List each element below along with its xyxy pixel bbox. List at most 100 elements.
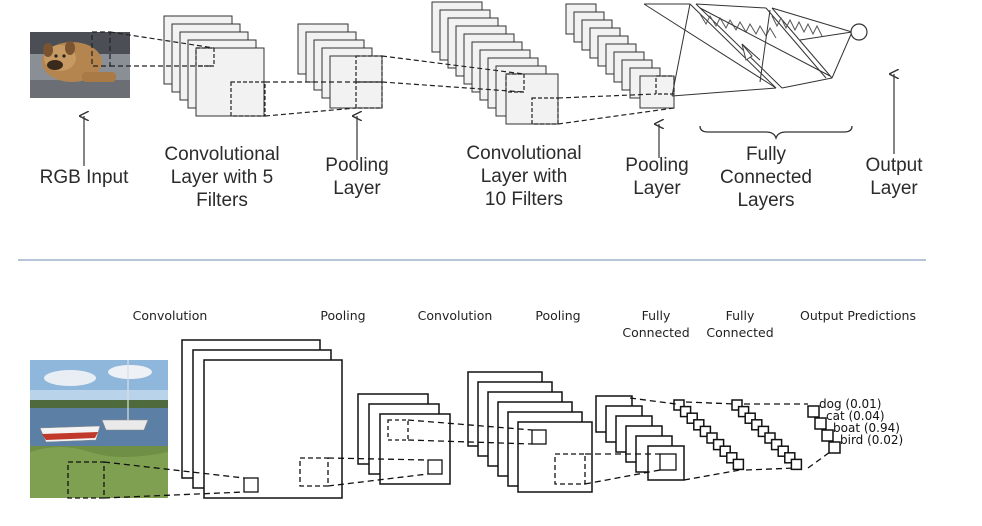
label-line: Convolution: [133, 308, 208, 323]
prediction-label: boat (0.94): [833, 421, 900, 435]
neuron: [751, 419, 763, 431]
pool1-stack: [297, 23, 383, 109]
conv2-filter-stack: [431, 1, 559, 125]
label-line: Convolution: [418, 308, 493, 323]
label-line: Connected: [622, 325, 689, 340]
label-line: RGB Input: [40, 167, 129, 188]
b-pool1-to-conv2-links: [407, 419, 533, 445]
label-line: Layer: [633, 178, 681, 199]
prediction-node: [828, 441, 841, 454]
neuron: [706, 432, 718, 444]
neuron: [712, 438, 725, 451]
label-line: Connected: [720, 167, 812, 188]
label-line: Layers: [737, 190, 794, 211]
prediction-node: [814, 417, 827, 430]
neuron: [757, 425, 770, 438]
b-conv1-stack: [181, 339, 343, 499]
b-fc2-neurons: [731, 399, 803, 471]
label-b-pool1: Pooling: [320, 308, 365, 323]
dog-input-image: [30, 32, 130, 98]
neuron: [719, 445, 731, 457]
neuron: [790, 458, 803, 471]
conv2-to-pool2-links: [557, 93, 675, 125]
label-line: Layer: [870, 178, 918, 199]
label-line: Convolutional: [466, 143, 581, 164]
label-line: Fully: [746, 144, 787, 165]
b-pool2-window: [554, 453, 586, 485]
prediction-label: dog (0.01): [819, 397, 881, 411]
neuron: [726, 452, 738, 464]
input-receptive-field: [67, 461, 105, 499]
pool2-stack: [565, 3, 675, 109]
label-line: Convolutional: [164, 144, 279, 165]
b-pool1-field: [387, 419, 409, 441]
label-line: Pooling: [325, 155, 388, 176]
label-line: Fully: [726, 308, 755, 323]
b-fc-links: [629, 397, 831, 481]
label-line: 10 Filters: [485, 189, 563, 210]
input-to-conv1-links: [91, 31, 215, 67]
label-b-output: Output Predictions: [800, 308, 916, 323]
output-predictions: dog (0.01)cat (0.04)boat (0.94)bird (0.0…: [807, 397, 903, 454]
neuron: [784, 452, 796, 464]
label-line: Pooling: [625, 155, 688, 176]
prediction-node: [807, 405, 820, 418]
label-line: Layer: [333, 178, 381, 199]
label-line: Filters: [196, 190, 248, 211]
top-arrows: [84, 74, 894, 166]
neuron: [693, 419, 705, 431]
label-rgb-input: RGB Input: [40, 167, 129, 188]
conv1-to-pool1-links: [264, 81, 357, 117]
prediction-label: bird (0.02): [840, 433, 903, 447]
neuron: [764, 432, 776, 444]
output-node: [850, 23, 868, 41]
label-line: Output: [865, 155, 923, 176]
neuron: [673, 399, 685, 411]
b-conv2-stack: [467, 371, 593, 493]
label-line: Output Predictions: [800, 308, 916, 323]
b-conv2-to-pool2-links: [584, 453, 661, 485]
b-conv1-to-pool1-links: [327, 457, 429, 487]
neuron: [699, 425, 712, 438]
b-pool2-stack: [595, 395, 685, 481]
label-b-conv1: Convolution: [133, 308, 208, 323]
neuron: [737, 405, 750, 418]
b-pool1-window: [299, 457, 329, 487]
neuron: [679, 405, 692, 418]
label-line: Pooling: [535, 308, 580, 323]
label-b-conv2: Convolution: [418, 308, 493, 323]
neuron: [731, 399, 743, 411]
prediction-label: cat (0.04): [826, 409, 885, 423]
conv1-filter-stack: [163, 15, 266, 117]
label-line: Connected: [706, 325, 773, 340]
neuron: [686, 412, 698, 424]
neuron: [777, 445, 789, 457]
b-fc1-neurons: [673, 399, 745, 471]
neuron: [732, 458, 745, 471]
label-line: Layer with: [481, 166, 568, 187]
label-line: Pooling: [320, 308, 365, 323]
label-b-pool2: Pooling: [535, 308, 580, 323]
label-line: Fully: [642, 308, 671, 323]
neuron: [744, 412, 756, 424]
neuron: [770, 438, 783, 451]
b-pool1-stack: [357, 393, 451, 485]
bottom-diagram: dog (0.01)cat (0.04)boat (0.94)bird (0.0…: [30, 308, 916, 499]
prediction-node: [821, 429, 834, 442]
b-input-to-conv1-links: [103, 461, 245, 499]
fc-brace: [699, 125, 853, 141]
label-line: Layer with 5: [171, 167, 273, 188]
fully-connected-layers: [643, 3, 853, 97]
boat-input-image: [30, 360, 168, 498]
b-pool1-cell: [427, 459, 443, 475]
